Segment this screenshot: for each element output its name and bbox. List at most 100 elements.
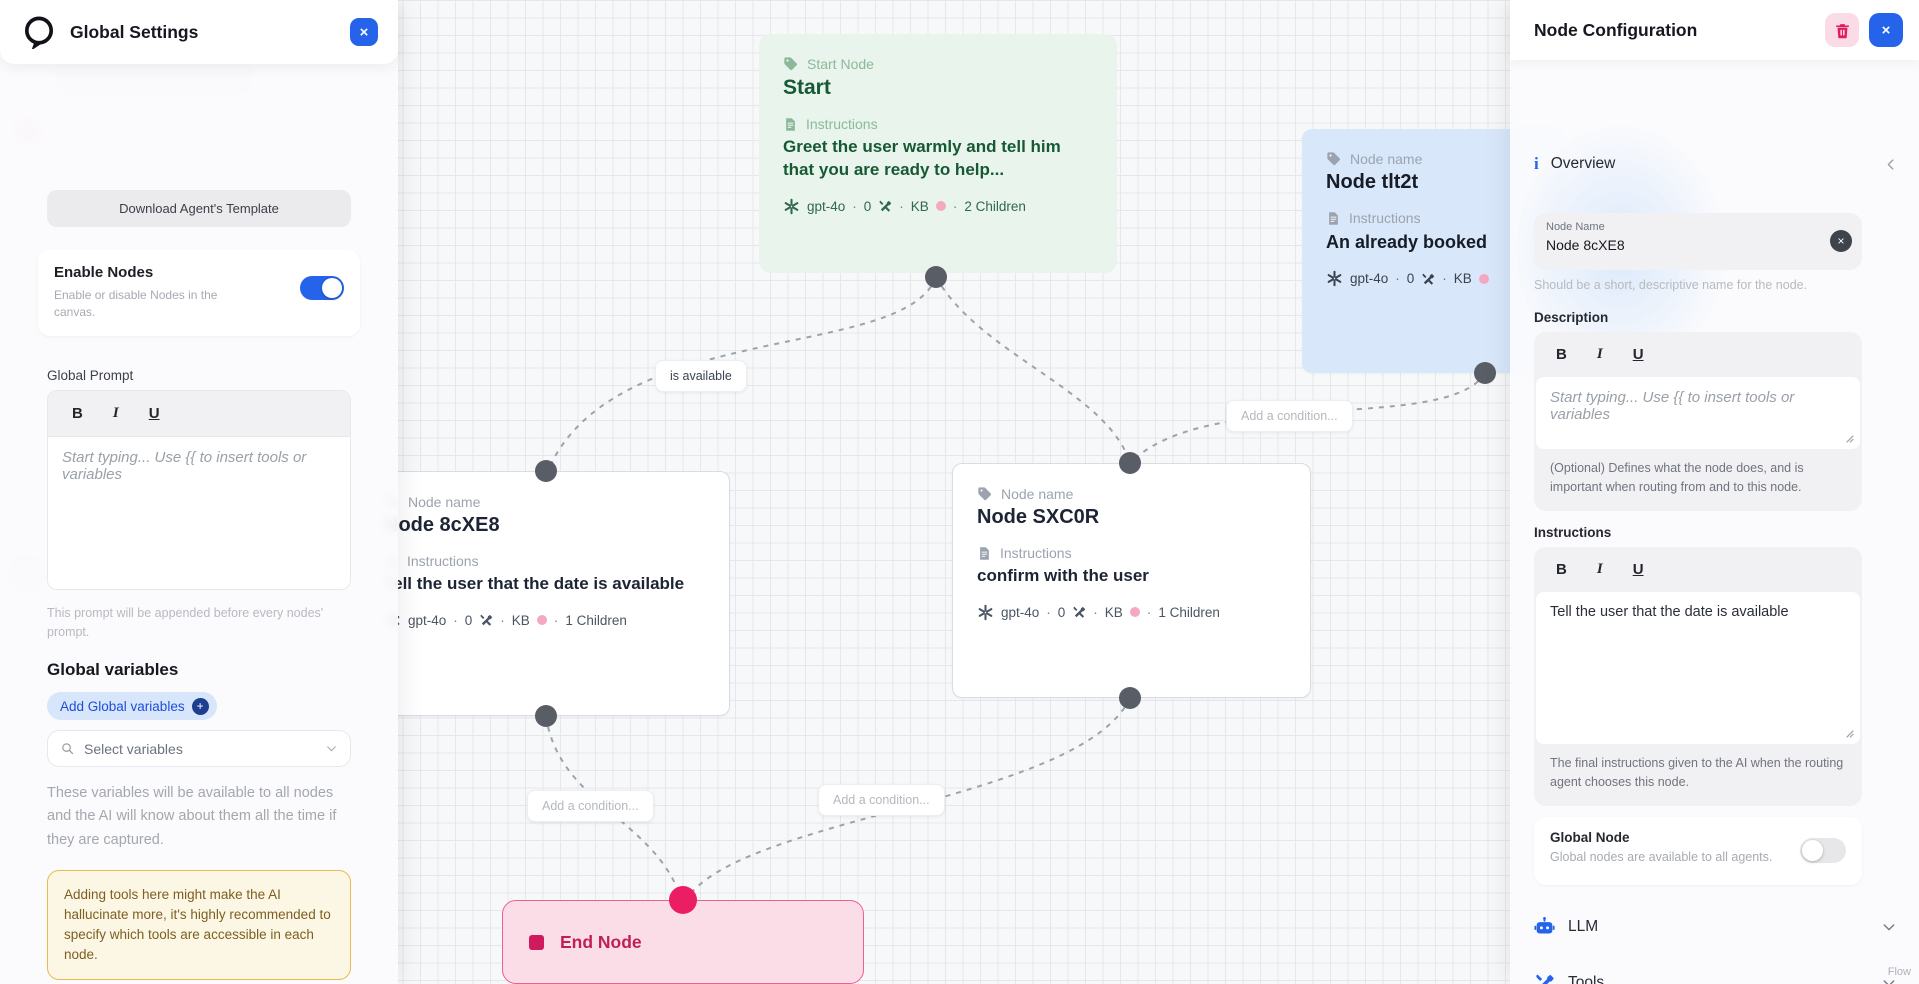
bold-button[interactable]: B [1556, 561, 1567, 578]
close-button[interactable]: × [1869, 13, 1903, 47]
node-title: Node tlt2t [1326, 171, 1419, 193]
add-global-variables-label: Add Global variables [60, 698, 185, 714]
underline-button[interactable]: U [1632, 561, 1644, 578]
handle-sxc0r-top[interactable] [1119, 452, 1141, 474]
bold-button[interactable]: B [72, 405, 83, 422]
tag-icon [1327, 152, 1341, 166]
global-prompt-input[interactable] [48, 437, 350, 589]
edge-condition-label[interactable]: is available [655, 360, 747, 392]
italic-button[interactable]: I [1596, 561, 1603, 577]
node-meta: gpt-4o · 0 · KB · 1 Children [977, 604, 1286, 621]
edge-start-to-8cxe8 [551, 276, 937, 463]
plus-icon: + [191, 697, 209, 715]
end-node-icon [529, 934, 544, 950]
italic-button[interactable]: I [1596, 346, 1603, 362]
model-name: gpt-4o [1001, 604, 1040, 620]
clear-name-button[interactable]: × [1830, 230, 1852, 252]
node-title: End Node [560, 931, 642, 952]
tools-section-header[interactable]: Tools [1534, 972, 1897, 984]
close-button[interactable]: × [350, 18, 378, 46]
kb-label: KB [1104, 604, 1123, 620]
edge-condition-label[interactable]: Add a condition... [1226, 400, 1353, 432]
tools-count: 0 [863, 198, 872, 214]
node-start[interactable]: Start Node Start Instructions Greet the … [759, 34, 1117, 273]
node-sxc0r[interactable]: Node name Node SXC0R Instructions confir… [952, 463, 1311, 698]
instructions-helper: The final instructions given to the AI w… [1550, 756, 1844, 789]
enable-nodes-label: Enable Nodes [54, 264, 154, 281]
node-instructions: Greet the user warmly and tell him that … [783, 137, 1061, 179]
node-end[interactable]: End Node [502, 900, 864, 984]
text-format-toolbar: B I U [1534, 547, 1862, 592]
text-format-toolbar: B I U [1534, 332, 1862, 377]
search-icon [62, 743, 74, 755]
description-label: Description [1534, 310, 1609, 325]
add-global-variables-button[interactable]: Add Global variables + [47, 692, 217, 720]
llm-section-header[interactable]: LLM [1534, 916, 1897, 937]
text-format-toolbar: B I U [48, 391, 350, 437]
italic-button[interactable]: I [112, 405, 119, 421]
select-variables-placeholder: Select variables [84, 740, 183, 757]
node-type-label: Start Node [807, 56, 874, 72]
handle-8cxe8-bottom[interactable] [535, 705, 557, 727]
description-editor: B I U (Optional) Defines what the node d… [1534, 332, 1862, 511]
edge-start-to-sxc0r [935, 276, 1128, 456]
tag-icon [784, 57, 798, 71]
node-8cxe8[interactable]: Node name Node 8cXE8 Instructions Tell t… [359, 471, 730, 716]
edge-condition-label[interactable]: Add a condition... [527, 790, 654, 822]
global-prompt-helper: This prompt will be appended before ever… [47, 606, 324, 639]
download-template-button[interactable]: Download Agent's Template [47, 190, 351, 227]
tools-icon [480, 615, 493, 627]
delete-node-button[interactable] [1825, 13, 1859, 47]
dot-separator: · [852, 198, 857, 214]
node-instructions: Tell the user that the date is available [384, 574, 685, 593]
dot-separator: · [1046, 604, 1051, 620]
kb-label: KB [511, 612, 530, 628]
instructions-input[interactable]: Tell the user that the date is available [1536, 592, 1860, 744]
model-name: gpt-4o [1350, 271, 1389, 287]
handle-start-bottom[interactable] [925, 266, 947, 288]
node-name-input[interactable] [1546, 237, 1816, 253]
edge-condition-label[interactable]: Add a condition... [818, 784, 945, 816]
global-node-toggle[interactable] [1800, 838, 1846, 863]
overview-section-header[interactable]: i Overview [1534, 154, 1899, 174]
underline-button[interactable]: U [1632, 346, 1644, 363]
tools-count: 0 [1057, 604, 1066, 620]
dot-separator: · [553, 612, 559, 628]
handle-end-top[interactable] [669, 886, 697, 914]
instructions-label: Instructions [1000, 545, 1072, 561]
app-logo-bubble-icon [24, 16, 54, 49]
kb-status-dot [935, 201, 946, 212]
handle-tlt2t-bottom[interactable] [1474, 362, 1496, 384]
instructions-label: Instructions [806, 116, 878, 132]
tools-count: 0 [464, 612, 473, 628]
resize-handle-icon[interactable] [1845, 434, 1855, 444]
node-name-helper: Should be a short, descriptive name for … [1534, 278, 1808, 292]
robot-icon [1534, 917, 1555, 934]
node-configuration-panel: Node Configuration × i Overview Node Nam… [1510, 0, 1919, 984]
tools-icon [879, 201, 892, 213]
kb-status-dot [1478, 273, 1489, 284]
openai-icon [1327, 271, 1342, 287]
enable-nodes-toggle[interactable] [300, 276, 344, 300]
chevron-down-icon [1883, 923, 1895, 930]
handle-8cxe8-top[interactable] [535, 460, 557, 482]
description-helper: (Optional) Defines what the node does, a… [1550, 461, 1804, 494]
enable-nodes-card: Enable Nodes Enable or disable Nodes in … [38, 250, 360, 336]
chevron-left-icon [1887, 158, 1894, 170]
node-name-label: Node name [408, 494, 481, 510]
underline-button[interactable]: U [148, 405, 160, 422]
instructions-label: Instructions [407, 553, 479, 569]
children-count: 1 Children [1158, 604, 1220, 620]
instructions-label: Instructions [1534, 525, 1612, 540]
flow-watermark: Flow [1887, 966, 1911, 978]
global-prompt-label: Global Prompt [47, 368, 134, 383]
node-title: Start [783, 76, 831, 99]
overview-label: Overview [1550, 155, 1616, 172]
resize-handle-icon[interactable] [1845, 729, 1855, 739]
select-variables-dropdown[interactable]: Select variables [47, 730, 351, 767]
bold-button[interactable]: B [1556, 346, 1567, 363]
chevron-down-icon [327, 746, 336, 752]
description-input[interactable] [1536, 377, 1860, 449]
kb-status-dot [1129, 607, 1140, 618]
handle-sxc0r-bottom[interactable] [1119, 687, 1141, 709]
